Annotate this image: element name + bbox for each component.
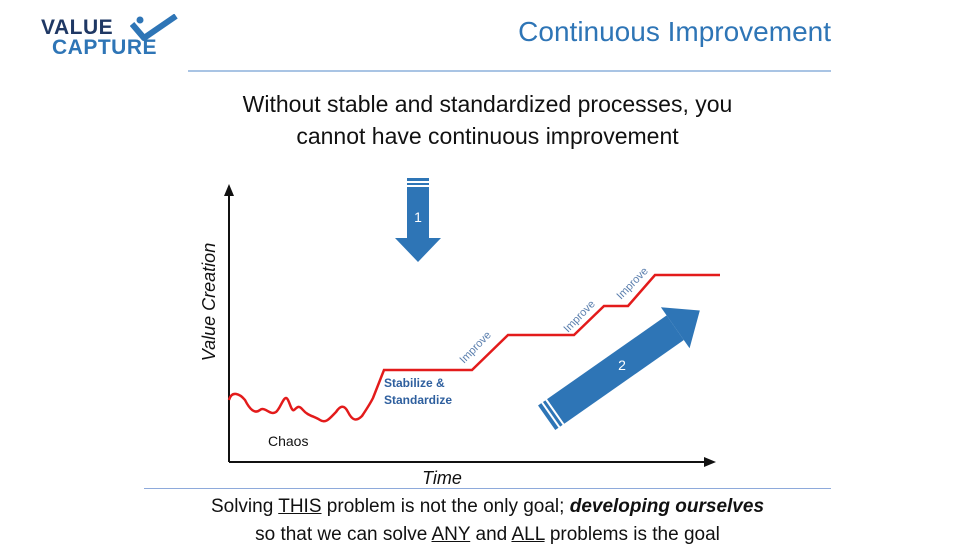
headline-line-2: cannot have continuous improvement	[296, 123, 679, 149]
diagonal-arrow-2: 2	[538, 307, 700, 431]
headline: Without stable and standardized processe…	[0, 88, 975, 152]
improve-label-1: Improve	[458, 329, 494, 366]
chaos-label: Chaos	[268, 433, 308, 449]
x-axis-label: Time	[422, 468, 462, 488]
footer-statement: Solving THIS problem is not the only goa…	[0, 493, 975, 549]
value-capture-logo: VALUE CAPTURE	[38, 14, 188, 62]
footer-emphasis-all: ALL	[511, 524, 545, 545]
improve-label-3: Improve	[615, 265, 651, 302]
stabilize-label-line-1: Stabilize &	[384, 376, 445, 390]
value-creation-line	[227, 273, 720, 423]
footer-text: Solving	[210, 496, 279, 517]
footer-emphasis-developing: developing ourselves	[569, 496, 765, 517]
arrow-2-label: 2	[618, 357, 626, 373]
stabilize-label-line-2: Standardize	[384, 393, 452, 407]
x-axis-arrowhead	[704, 457, 716, 467]
y-axis-arrowhead	[224, 184, 234, 196]
footer-text: problems is the goal	[544, 524, 720, 545]
logo-text-capture: CAPTURE	[52, 36, 158, 59]
page-title: Continuous Improvement	[518, 16, 831, 47]
footer-emphasis-any: ANY	[431, 524, 471, 545]
footer-line-1: Solving THIS problem is not the only goa…	[0, 493, 975, 521]
footer-text: so that we can solve	[255, 524, 432, 545]
title-divider	[188, 70, 831, 72]
down-arrow-1: 1	[395, 178, 441, 262]
checkmark-icon	[130, 14, 178, 41]
footer-emphasis-this: THIS	[278, 496, 322, 517]
footer-text: and	[470, 524, 512, 545]
logo-text-value: VALUE	[41, 16, 114, 39]
footer-divider	[144, 488, 831, 489]
y-axis-label: Value Creation	[199, 243, 219, 361]
arrow-1-label: 1	[414, 209, 422, 225]
footer-text: problem is not the only goal;	[321, 496, 570, 517]
footer-line-2: so that we can solve ANY and ALL problem…	[0, 521, 975, 549]
headline-line-1: Without stable and standardized processe…	[242, 91, 733, 117]
